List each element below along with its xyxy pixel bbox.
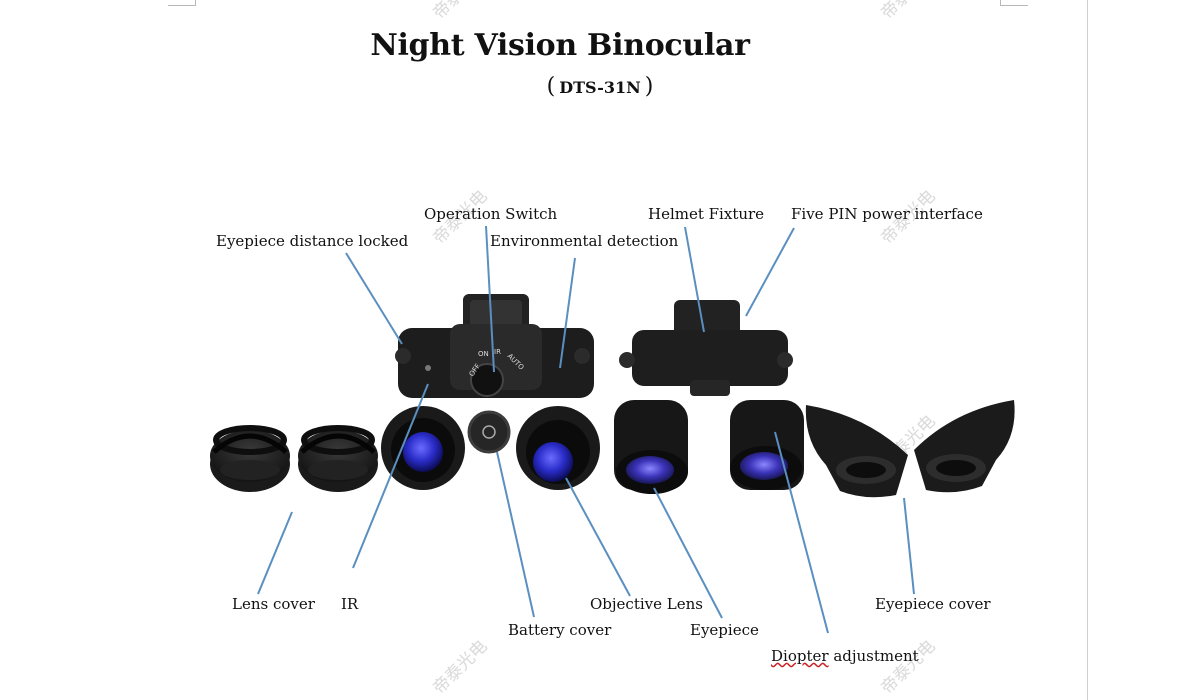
subtitle-open-paren: ( <box>546 74 556 99</box>
crop-mark-top-right <box>1000 0 1028 6</box>
watermark: 帝泰光电 <box>429 0 491 24</box>
lens-cover-right <box>298 425 378 492</box>
device-label-ir: IR <box>494 348 501 356</box>
leader-line-operation-switch <box>485 225 495 373</box>
leader-line-diopter <box>774 431 829 634</box>
eyepiece-cover-right <box>914 400 1015 493</box>
device-label-on: ON <box>478 350 489 358</box>
leader-line-objective-lens <box>565 477 631 597</box>
eyepiece-cover-left <box>805 405 908 498</box>
label-battery-cover: Battery cover <box>508 621 612 639</box>
diopter-word-spellcheck: Diopter <box>771 647 829 665</box>
document-title: Night Vision Binocular <box>370 28 750 63</box>
label-diopter-adjustment: Diopter adjustment <box>771 647 919 665</box>
leader-line-eyepiece-distance <box>345 252 403 345</box>
leader-line-battery-cover <box>496 451 535 618</box>
leader-line-lens-cover <box>257 511 293 595</box>
leader-line-eyepiece <box>653 487 723 619</box>
leader-line-eyepiece-cover <box>903 497 915 595</box>
leader-line-five-pin <box>745 227 795 317</box>
model-number: DTS-31N <box>559 78 641 97</box>
label-eyepiece-distance-locked: Eyepiece distance locked <box>216 232 409 250</box>
watermark: 帝泰光电 <box>429 636 491 698</box>
label-five-pin-interface: Five PIN power interface <box>791 205 983 223</box>
leader-line-ir <box>352 383 429 569</box>
lens-cover-left <box>210 425 290 492</box>
diopter-suffix: adjustment <box>828 647 919 665</box>
binocular-rear-view <box>614 300 804 494</box>
binocular-front-view: OFF ON IR AUTO <box>381 294 600 490</box>
watermark: 帝泰光电 <box>877 0 939 24</box>
leader-lines <box>257 225 915 634</box>
watermark: 帝泰光电 <box>877 636 939 698</box>
subtitle-close-paren: ) <box>644 74 654 99</box>
label-lens-cover: Lens cover <box>232 595 315 613</box>
label-objective-lens: Objective Lens <box>590 595 703 613</box>
label-environmental-detection: Environmental detection <box>490 232 679 250</box>
crop-mark-top-left <box>168 0 196 6</box>
leader-line-environmental <box>559 257 576 369</box>
leader-line-helmet-fixture <box>684 226 705 333</box>
label-eyepiece: Eyepiece <box>690 621 759 639</box>
label-helmet-fixture: Helmet Fixture <box>648 205 765 223</box>
label-operation-switch: Operation Switch <box>424 205 558 223</box>
label-ir: IR <box>341 595 359 613</box>
model-subtitle: (DTS-31N) <box>500 74 700 99</box>
page-edge <box>1087 0 1088 700</box>
label-eyepiece-cover: Eyepiece cover <box>875 595 991 613</box>
